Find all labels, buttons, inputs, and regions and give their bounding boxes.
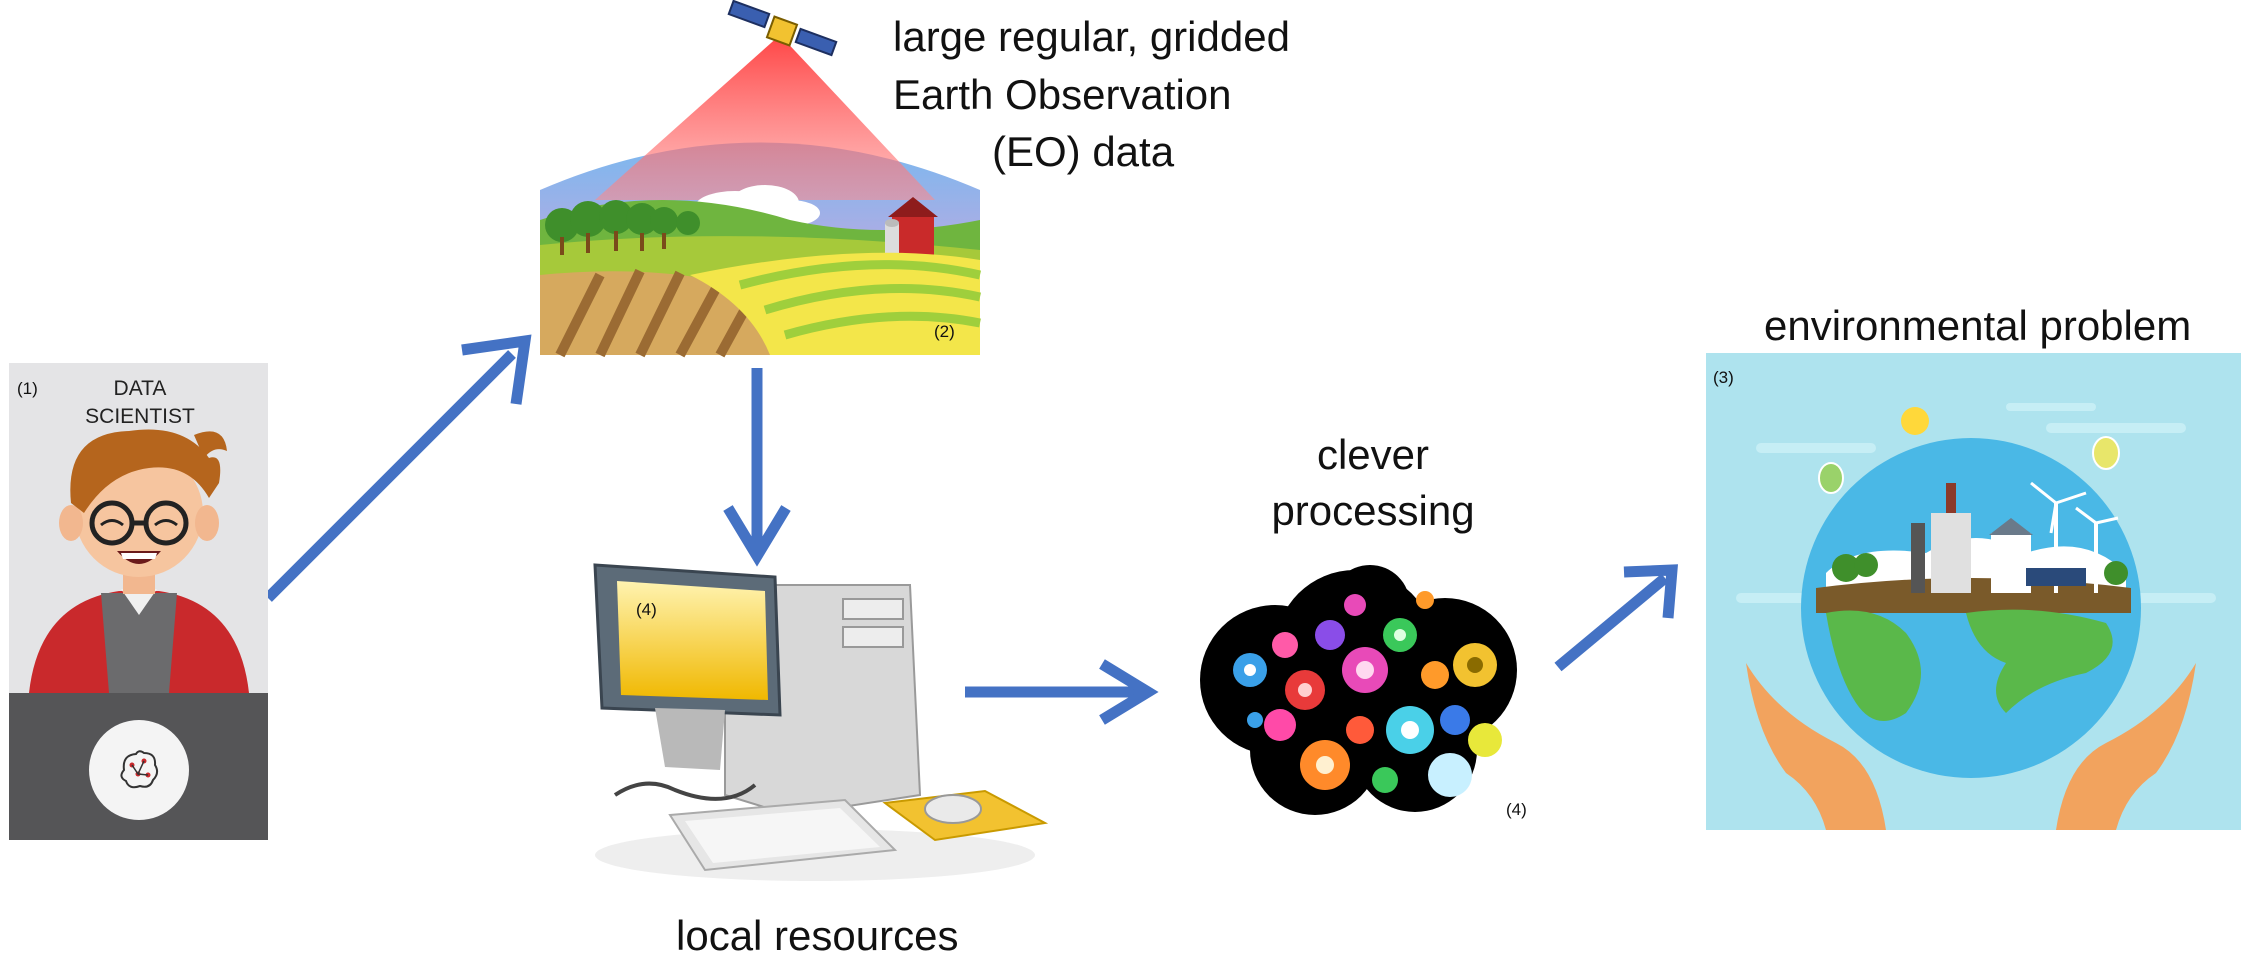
computer-illustration xyxy=(593,563,1049,881)
eo-landscape-illustration xyxy=(540,0,981,358)
eo-title-line2: Earth Observation xyxy=(893,71,1232,118)
processing-title-line1: clever xyxy=(1316,431,1430,478)
earth-in-hands-illustration xyxy=(1736,403,2216,830)
brain-icon xyxy=(114,745,164,795)
processing-title-line2: processing xyxy=(1271,487,1475,534)
processing-marker: (4) xyxy=(1506,800,1527,819)
environment-panel xyxy=(1706,353,2241,830)
processing-title: clever processing xyxy=(1268,427,1478,539)
scientist-title: DATA SCIENTIST xyxy=(60,375,220,431)
scientist-title-line1: DATA xyxy=(113,377,167,400)
processing-gears-cloud xyxy=(1200,565,1517,815)
computer-marker: (4) xyxy=(636,600,657,619)
satellite-icon xyxy=(727,0,838,57)
arrow-eo-to-computer xyxy=(723,368,791,567)
computer-caption: local resources xyxy=(676,912,959,959)
eo-title-line1: large regular, gridded xyxy=(893,13,1290,60)
scientist-marker: (1) xyxy=(17,379,38,398)
arrow-scientist-to-eo xyxy=(264,334,532,602)
problem-title: environmental problem xyxy=(1764,302,2192,349)
data-scientist-panel xyxy=(9,363,268,840)
scientist-title-line2: SCIENTIST xyxy=(85,405,195,428)
eo-marker: (2) xyxy=(934,322,955,341)
eo-title-line3: (EO) data xyxy=(992,128,1175,175)
arrow-computer-to-processing xyxy=(965,659,1159,725)
problem-marker: (3) xyxy=(1713,368,1734,387)
data-scientist-illustration xyxy=(9,429,268,840)
arrow-processing-to-problem xyxy=(1554,564,1678,672)
